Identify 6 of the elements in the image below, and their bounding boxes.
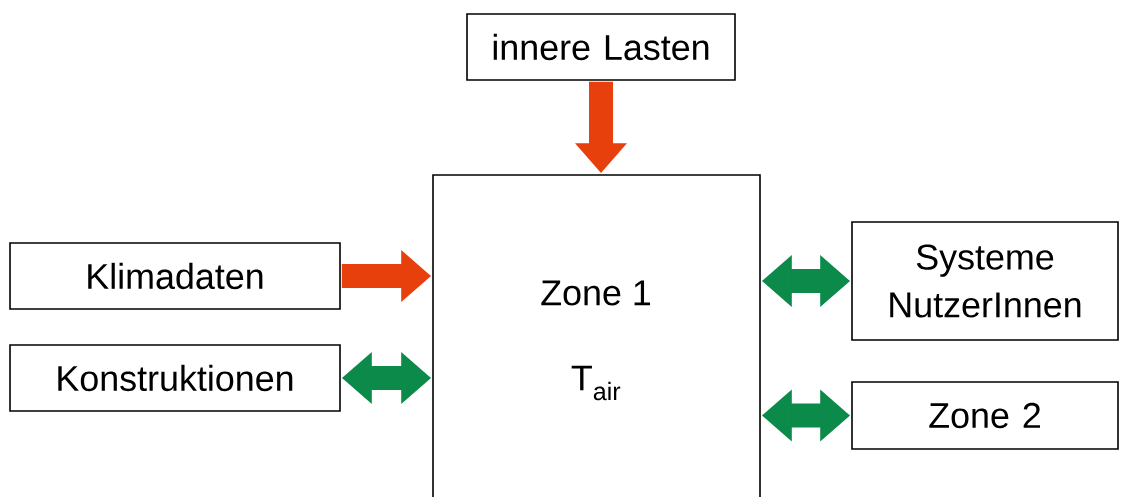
process-box: Zone 2 — [851, 381, 1119, 450]
process-box: Systeme NutzerInnen — [851, 221, 1119, 341]
process-box: Konstruktionen — [9, 344, 341, 412]
process-box: Zone 1 T$_{air}$ — [432, 174, 761, 497]
process-box: innere Lasten — [466, 13, 736, 81]
process-box: Klimadaten — [9, 242, 341, 310]
